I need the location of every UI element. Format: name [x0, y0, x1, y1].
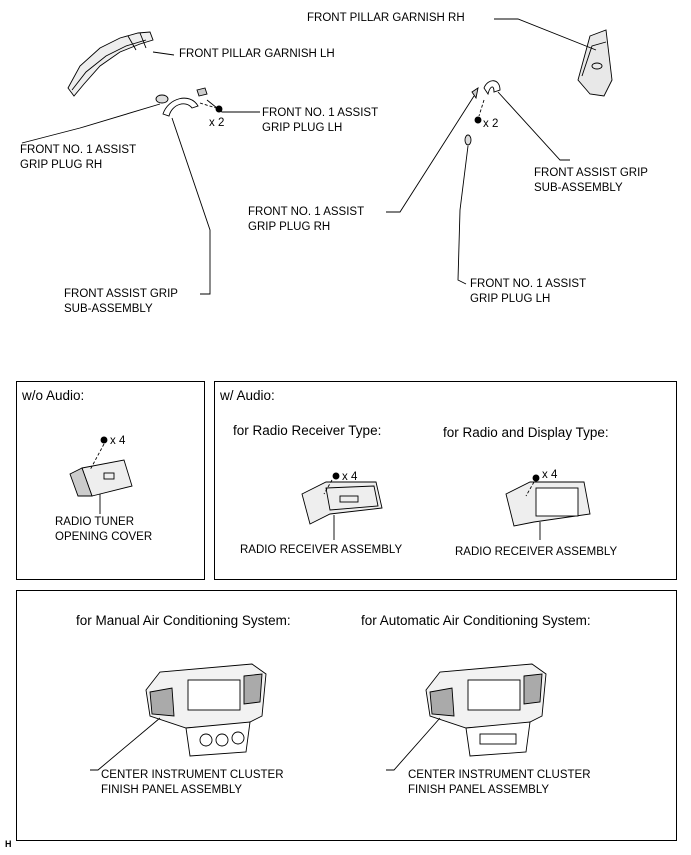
- w-audio-panel: [214, 381, 677, 580]
- label-radio-tuner-opening-cover: RADIO TUNER OPENING COVER: [55, 515, 152, 545]
- label-front-pillar-garnish-lh: FRONT PILLAR GARNISH LH: [179, 48, 335, 60]
- label-cluster-panel-automatic: CENTER INSTRUMENT CLUSTER FINISH PANEL A…: [408, 768, 591, 798]
- label-cluster-panel-manual: CENTER INSTRUMENT CLUSTER FINISH PANEL A…: [101, 768, 284, 798]
- receiver-type-heading: for Radio Receiver Type:: [233, 423, 382, 438]
- label-left-grip-plug-rh-line2: GRIP PLUG RH: [20, 159, 103, 171]
- label-right-assist-grip-line1: FRONT ASSIST GRIP: [534, 167, 648, 179]
- manual-ac-heading: for Manual Air Conditioning System:: [76, 613, 291, 628]
- automatic-ac-heading: for Automatic Air Conditioning System:: [361, 613, 591, 628]
- label-right-grip-plug-rh: FRONT NO. 1 ASSIST GRIP PLUG RH: [248, 205, 364, 235]
- front-pillar-garnish-lh-drawing: [67, 31, 154, 97]
- left-assist-grip-drawing: [155, 87, 223, 117]
- wo-audio-panel: [16, 381, 205, 580]
- label-right-assist-grip: FRONT ASSIST GRIP SUB-ASSEMBLY: [534, 166, 648, 196]
- label-radio-receiver-assembly-1: RADIO RECEIVER ASSEMBLY: [240, 544, 403, 556]
- label-left-grip-plug-lh: FRONT NO. 1 ASSIST GRIP PLUG LH: [262, 106, 378, 136]
- radio-tuner-opening-cover-drawing: [69, 436, 133, 497]
- label-right-assist-grip-line2: SUB-ASSEMBLY: [534, 182, 623, 194]
- label-cluster-automatic-line1: CENTER INSTRUMENT CLUSTER: [408, 769, 591, 781]
- label-left-assist-grip: FRONT ASSIST GRIP SUB-ASSEMBLY: [64, 287, 178, 317]
- display-type-qty: x 4: [542, 469, 558, 481]
- label-cluster-manual-line2: FINISH PANEL ASSEMBLY: [101, 784, 243, 796]
- cluster-panel-manual-drawing: [145, 663, 267, 757]
- label-left-grip-plug-rh-line1: FRONT NO. 1 ASSIST: [20, 144, 137, 156]
- qty-right-plugs: x 2: [483, 118, 499, 130]
- label-right-grip-plug-lh-line1: FRONT NO. 1 ASSIST: [470, 278, 587, 290]
- w-audio-heading: w/ Audio:: [220, 388, 275, 403]
- cluster-panel-automatic-drawing: [425, 663, 547, 757]
- display-type-heading: for Radio and Display Type:: [443, 425, 609, 440]
- label-right-grip-plug-lh-line2: GRIP PLUG LH: [470, 293, 551, 305]
- label-radio-tuner-line1: RADIO TUNER: [55, 516, 135, 528]
- wo-audio-heading: w/o Audio:: [22, 388, 85, 403]
- label-left-assist-grip-line2: SUB-ASSEMBLY: [64, 303, 153, 315]
- climate-panel: [16, 590, 677, 841]
- label-cluster-automatic-line2: FINISH PANEL ASSEMBLY: [408, 784, 550, 796]
- qty-left-plugs: x 2: [209, 117, 225, 129]
- label-radio-tuner-line2: OPENING COVER: [55, 531, 153, 543]
- corner-mark: H: [5, 839, 12, 849]
- label-left-grip-plug-lh-line1: FRONT NO. 1 ASSIST: [262, 107, 379, 119]
- wo-audio-qty: x 4: [110, 435, 126, 447]
- label-right-grip-plug-lh: FRONT NO. 1 ASSIST GRIP PLUG LH: [470, 277, 586, 307]
- label-left-assist-grip-line1: FRONT ASSIST GRIP: [64, 288, 178, 300]
- label-front-pillar-garnish-rh: FRONT PILLAR GARNISH RH: [307, 12, 465, 24]
- label-left-grip-plug-rh: FRONT NO. 1 ASSIST GRIP PLUG RH: [20, 143, 136, 173]
- label-right-grip-plug-rh-line2: GRIP PLUG RH: [248, 221, 331, 233]
- label-right-grip-plug-rh-line1: FRONT NO. 1 ASSIST: [248, 206, 365, 218]
- radio-receiver-drawing-1: [301, 472, 383, 525]
- radio-receiver-drawing-2: [505, 474, 591, 527]
- label-cluster-manual-line1: CENTER INSTRUMENT CLUSTER: [101, 769, 284, 781]
- right-assist-grip-drawing: [464, 80, 501, 146]
- front-pillar-garnish-rh-drawing: [577, 29, 613, 97]
- label-left-grip-plug-lh-line2: GRIP PLUG LH: [262, 122, 343, 134]
- receiver-type-qty: x 4: [342, 471, 358, 483]
- label-radio-receiver-assembly-2: RADIO RECEIVER ASSEMBLY: [455, 546, 618, 558]
